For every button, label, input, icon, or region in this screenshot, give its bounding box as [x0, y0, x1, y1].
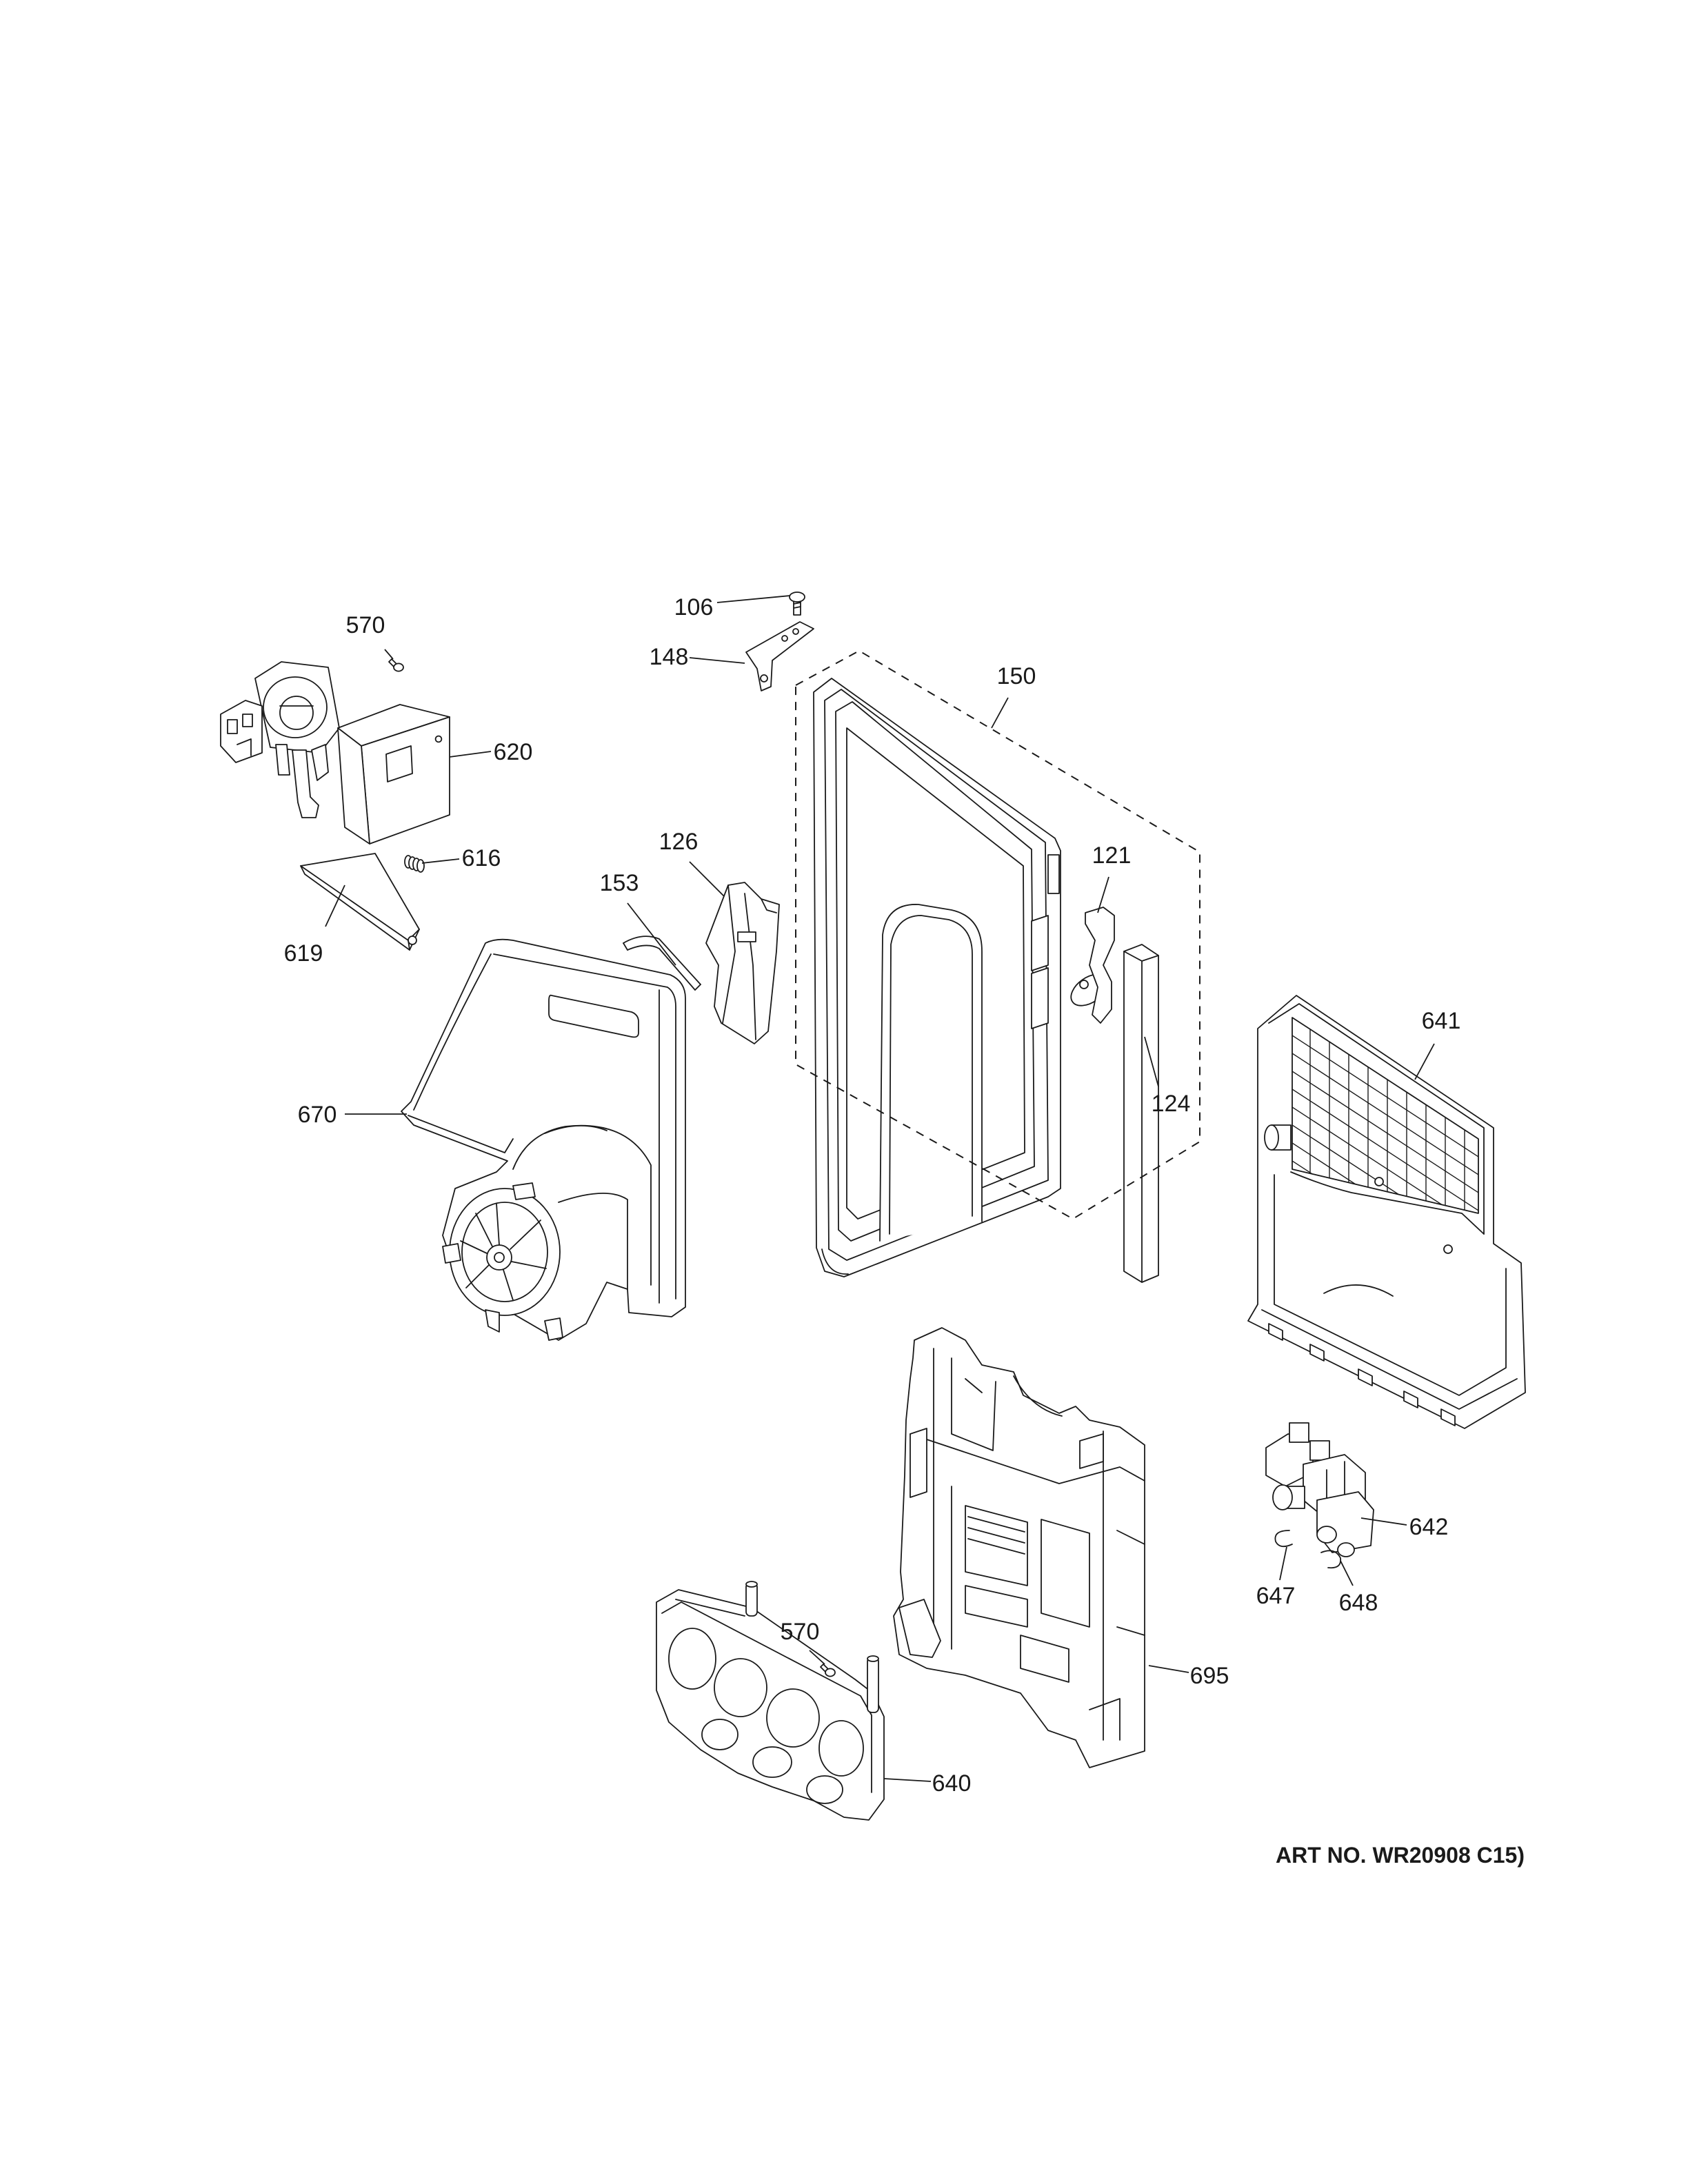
- callout-label-126: 126: [659, 829, 699, 855]
- callout-label-616: 616: [462, 845, 501, 871]
- callout-106: 106: [674, 594, 791, 620]
- callout-126: 126: [659, 829, 725, 897]
- callout-label-570-upper: 570: [346, 612, 385, 638]
- callout-121: 121: [1092, 842, 1132, 913]
- part-150-drawing: [813, 678, 1061, 1277]
- callout-641: 641: [1414, 1008, 1461, 1080]
- part-121-drawing: [1070, 907, 1115, 1024]
- callout-648: 648: [1339, 1560, 1378, 1616]
- part-695-drawing: [893, 1327, 1145, 1768]
- callout-148: 148: [650, 644, 745, 670]
- callout-647: 647: [1256, 1546, 1296, 1609]
- callout-label-153: 153: [600, 870, 639, 896]
- part-619-drawing: [300, 853, 420, 951]
- callout-label-619: 619: [284, 940, 323, 967]
- callout-570-upper: 570: [346, 612, 394, 660]
- callout-label-124: 124: [1152, 1091, 1191, 1117]
- part-153-drawing: [623, 936, 701, 991]
- callout-label-570-lower: 570: [781, 1619, 820, 1645]
- part-648-drawing: [1320, 1550, 1342, 1569]
- part-642-drawing: [1265, 1422, 1374, 1557]
- callout-label-121: 121: [1092, 842, 1132, 869]
- part-616-drawing: [404, 855, 425, 873]
- part-641-drawing: [1247, 995, 1526, 1429]
- callout-label-642: 642: [1409, 1514, 1449, 1540]
- part-647-drawing: [1274, 1530, 1293, 1548]
- callout-label-647: 647: [1256, 1583, 1296, 1609]
- part-620-drawing: [220, 661, 450, 845]
- part-126-drawing: [705, 882, 780, 1044]
- callout-616: 616: [421, 845, 501, 871]
- part-148-drawing: [745, 621, 814, 691]
- part-640-drawing: [656, 1581, 885, 1821]
- callout-label-640: 640: [932, 1770, 972, 1797]
- callout-695: 695: [1148, 1663, 1229, 1689]
- callout-label-106: 106: [674, 594, 714, 620]
- part-124-drawing: [1123, 944, 1159, 1283]
- callout-124: 124: [1144, 1036, 1191, 1117]
- callout-640: 640: [883, 1770, 972, 1797]
- callout-label-620: 620: [494, 739, 533, 765]
- part-570-upper-drawing: [388, 658, 404, 672]
- part-670-drawing: [401, 938, 686, 1341]
- callout-label-150: 150: [997, 663, 1036, 689]
- art-number: ART NO. WR20908 C15): [1276, 1843, 1525, 1868]
- callout-label-648: 648: [1339, 1590, 1378, 1616]
- callout-150: 150: [991, 663, 1036, 729]
- callout-570-lower: 570: [781, 1619, 825, 1665]
- callout-642: 642: [1360, 1514, 1449, 1540]
- callout-619: 619: [284, 884, 345, 967]
- callout-label-148: 148: [650, 644, 689, 670]
- part-106-drawing: [789, 592, 805, 616]
- callout-label-695: 695: [1190, 1663, 1229, 1689]
- callout-153: 153: [600, 870, 676, 966]
- callout-670: 670: [298, 1102, 407, 1128]
- callout-label-641: 641: [1422, 1008, 1461, 1034]
- part-570-lower-drawing: [820, 1664, 836, 1677]
- callout-label-670: 670: [298, 1102, 337, 1128]
- callout-620: 620: [449, 739, 533, 765]
